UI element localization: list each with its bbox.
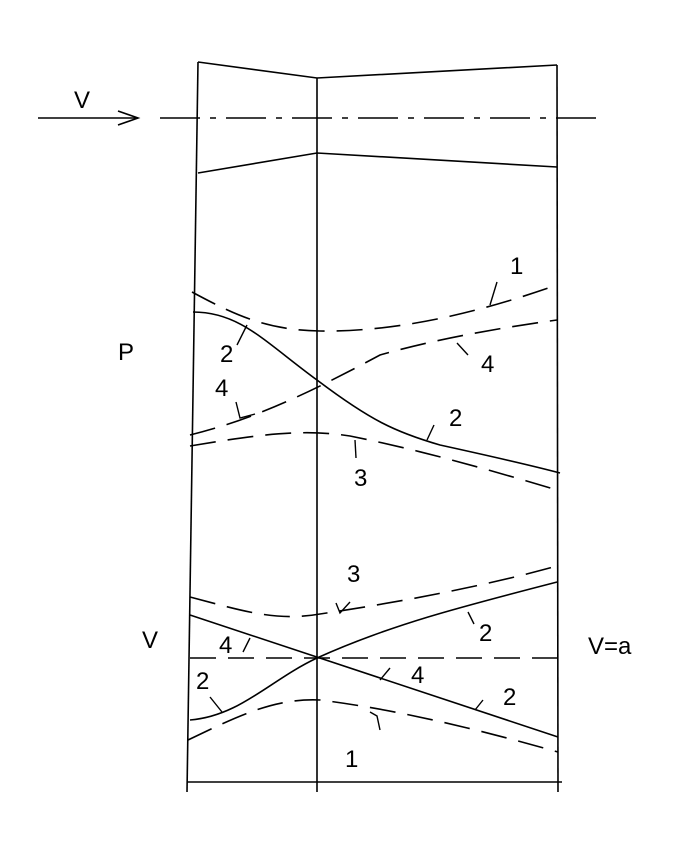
curve-1-lower <box>187 699 559 753</box>
label-curve-3-lower: 3 <box>347 561 360 588</box>
leader-2-lower-left <box>209 696 223 713</box>
label-p: P <box>118 339 134 366</box>
flow-arrow-label: V <box>74 87 90 114</box>
label-curve-3-upper: 3 <box>354 465 367 492</box>
leader-3-lower <box>335 601 351 615</box>
curve-2-lower-s <box>189 581 558 721</box>
label-v-equals-a: V=a <box>588 633 632 660</box>
flow-arrow <box>38 110 141 126</box>
curve-1-upper <box>191 284 558 332</box>
label-curve-4-upper-left: 4 <box>215 375 228 402</box>
label-curve-4-lower-right: 4 <box>411 662 424 689</box>
label-curve-2-lower-left: 2 <box>196 668 209 695</box>
label-curve-4-upper-right: 4 <box>481 351 494 378</box>
leader-4-upper-left <box>235 401 256 419</box>
leader-4-upper-right <box>456 342 469 356</box>
leader-4-lower-right <box>379 667 391 681</box>
label-curve-4-lower-left: 4 <box>219 632 232 659</box>
label-curve-2-upper-right: 2 <box>449 405 462 432</box>
curve-4-upper <box>189 319 558 436</box>
leader-1-lower <box>369 711 381 731</box>
leader-2-lower-right-upper <box>467 611 475 625</box>
label-curve-2-upper-left: 2 <box>220 341 233 368</box>
leader-3-upper <box>354 439 357 459</box>
label-curve-1-lower: 1 <box>345 746 358 773</box>
right-wall <box>556 64 559 793</box>
leader-1-upper <box>489 281 498 306</box>
curve-2-lower-straight <box>189 614 559 738</box>
label-curve-1-upper: 1 <box>510 253 523 280</box>
curve-3-lower <box>189 565 558 618</box>
top-inner-edge <box>197 152 558 174</box>
leader-4-lower-left <box>242 637 251 653</box>
label-curve-2-lower-right-lower: 2 <box>503 684 516 711</box>
curve-2-upper <box>192 311 561 474</box>
left-wall <box>186 61 199 793</box>
label-curve-2-lower-right-upper: 2 <box>479 620 492 647</box>
leader-2-upper-left <box>236 324 248 346</box>
top-edge <box>197 61 558 79</box>
curve-3-upper <box>189 431 558 491</box>
leader-2-upper-right <box>426 424 435 441</box>
leader-2-lower-right-lower <box>474 699 484 711</box>
label-v: V <box>142 627 158 654</box>
